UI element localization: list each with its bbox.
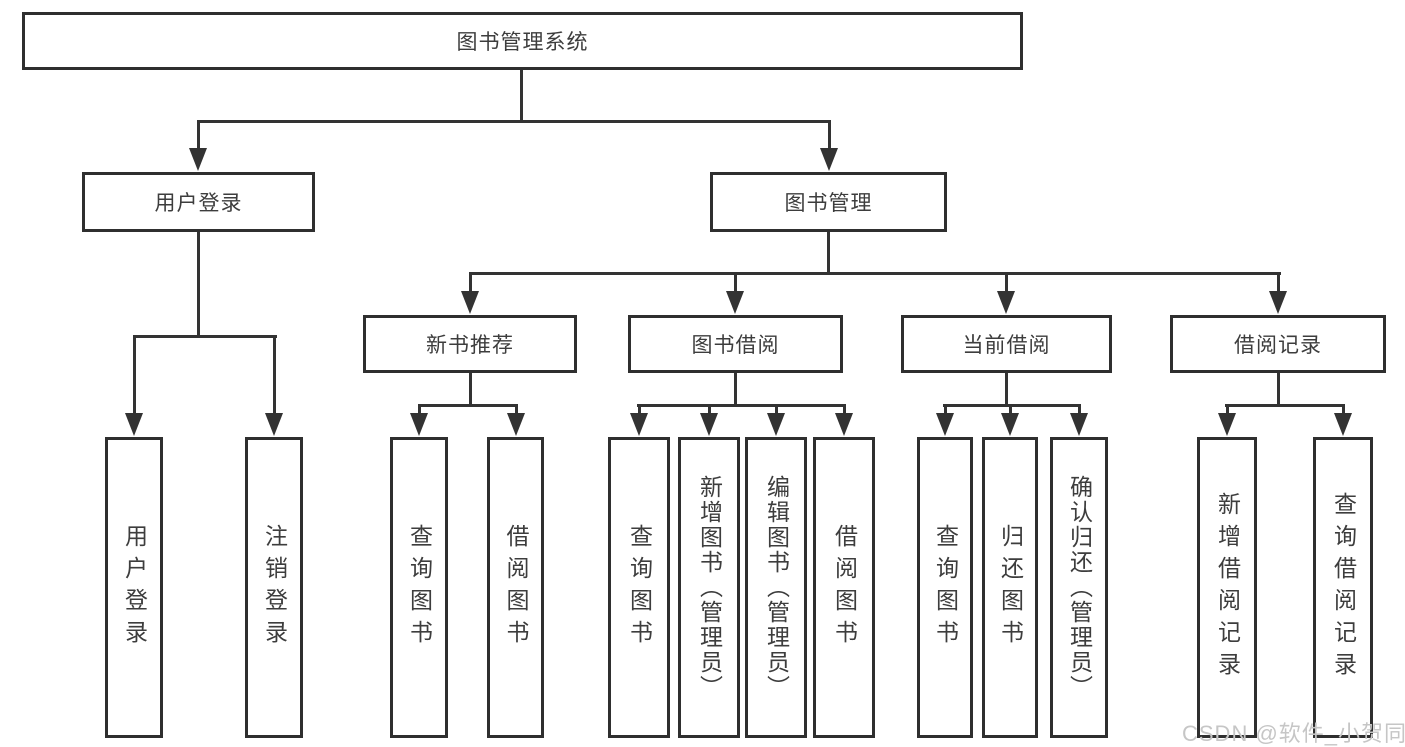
connector-line xyxy=(197,232,200,335)
arrow-down-icon xyxy=(1218,413,1236,436)
leaf-query-books-current: 查询图书 xyxy=(917,437,973,738)
connector-line xyxy=(1005,272,1008,292)
connector-line xyxy=(469,373,472,404)
arrow-down-icon xyxy=(1070,413,1088,436)
connector-line xyxy=(197,120,200,150)
arrow-down-icon xyxy=(1334,413,1352,436)
leaf-label: 新增借阅记录 xyxy=(1214,491,1241,684)
connector-line xyxy=(1078,404,1081,414)
node-label: 借阅记录 xyxy=(1234,334,1322,357)
leaf-label: 借阅图书 xyxy=(503,523,529,652)
leaf-add-book-admin: 新增图书（管理员） xyxy=(678,437,740,738)
connector-line xyxy=(734,272,737,292)
leaf-query-borrow-record: 查询借阅记录 xyxy=(1313,437,1373,738)
connector-line xyxy=(133,335,136,413)
connector-line xyxy=(469,272,1281,275)
leaf-edit-book-admin: 编辑图书（管理员） xyxy=(745,437,807,738)
connector-line xyxy=(775,404,778,414)
connector-line xyxy=(1009,404,1012,414)
leaf-label: 查询图书 xyxy=(406,523,433,652)
leaf-confirm-return-admin: 确认归还（管理员） xyxy=(1050,437,1108,738)
arrow-down-icon xyxy=(265,413,283,436)
leaf-label: 用户登录 xyxy=(121,523,148,652)
arrow-down-icon xyxy=(189,148,207,171)
connector-line xyxy=(1225,404,1345,407)
node-label: 图书管理系统 xyxy=(456,31,589,54)
arrow-down-icon xyxy=(1001,413,1019,436)
arrow-down-icon xyxy=(997,291,1015,314)
leaf-add-borrow-record: 新增借阅记录 xyxy=(1197,437,1257,738)
node-label: 图书管理 xyxy=(784,192,873,215)
arrow-down-icon xyxy=(820,148,838,171)
node-borrowing-records: 借阅记录 xyxy=(1170,315,1386,373)
connector-line xyxy=(418,404,518,407)
leaf-label: 归还图书 xyxy=(997,523,1024,652)
connector-line xyxy=(1342,404,1345,414)
connector-line xyxy=(1226,404,1229,414)
arrow-down-icon xyxy=(835,413,853,436)
connector-line xyxy=(827,232,830,272)
connector-line xyxy=(1005,373,1008,404)
node-library-management-system: 图书管理系统 xyxy=(22,12,1023,70)
arrow-down-icon xyxy=(767,413,785,436)
leaf-label: 借阅图书 xyxy=(831,523,858,652)
arrow-down-icon xyxy=(507,413,525,436)
leaf-label: 查询图书 xyxy=(932,523,959,652)
connector-line xyxy=(944,404,947,414)
connector-line xyxy=(638,404,641,414)
leaf-query-books-recommend: 查询图书 xyxy=(390,437,448,738)
connector-line xyxy=(734,373,737,404)
connector-line xyxy=(943,404,1081,407)
node-label: 当前借阅 xyxy=(962,334,1051,357)
leaf-logout: 注销登录 xyxy=(245,437,303,738)
connector-line xyxy=(708,404,711,414)
connector-line xyxy=(469,272,472,292)
connector-line xyxy=(197,120,831,123)
arrow-down-icon xyxy=(1269,291,1287,314)
arrow-down-icon xyxy=(630,413,648,436)
leaf-borrow-books-borrowing: 借阅图书 xyxy=(813,437,875,738)
leaf-return-books: 归还图书 xyxy=(982,437,1038,738)
connector-line xyxy=(520,70,523,120)
node-label: 新书推荐 xyxy=(426,334,514,357)
leaf-label: 新增图书（管理员） xyxy=(696,475,723,700)
leaf-borrow-books-recommend: 借阅图书 xyxy=(487,437,544,738)
node-book-borrowing: 图书借阅 xyxy=(628,315,843,373)
arrow-down-icon xyxy=(125,413,143,436)
leaf-query-books-borrowing: 查询图书 xyxy=(608,437,670,738)
connector-line xyxy=(637,404,846,407)
connector-line xyxy=(273,335,276,413)
node-current-borrowing: 当前借阅 xyxy=(901,315,1112,373)
node-label: 图书借阅 xyxy=(691,334,780,357)
leaf-label: 查询图书 xyxy=(626,523,653,652)
leaf-label: 查询借阅记录 xyxy=(1330,491,1357,684)
node-label: 用户登录 xyxy=(154,192,243,215)
connector-line xyxy=(515,404,518,414)
arrow-down-icon xyxy=(461,291,479,314)
arrow-down-icon xyxy=(726,291,744,314)
connector-line xyxy=(1277,373,1280,404)
connector-line xyxy=(418,404,421,414)
connector-line xyxy=(1277,272,1280,292)
leaf-label: 注销登录 xyxy=(261,523,288,652)
node-book-management: 图书管理 xyxy=(710,172,947,232)
csdn-watermark: CSDN @软件_小贺同学 xyxy=(1182,721,1405,746)
arrow-down-icon xyxy=(700,413,718,436)
arrow-down-icon xyxy=(410,413,428,436)
connector-line xyxy=(843,404,846,414)
node-new-book-recommendation: 新书推荐 xyxy=(363,315,577,373)
node-user-login: 用户登录 xyxy=(82,172,315,232)
arrow-down-icon xyxy=(936,413,954,436)
leaf-user-login: 用户登录 xyxy=(105,437,163,738)
connector-line xyxy=(133,335,277,338)
connector-line xyxy=(828,120,831,150)
leaf-label: 编辑图书（管理员） xyxy=(763,475,790,700)
leaf-label: 确认归还（管理员） xyxy=(1066,475,1093,700)
